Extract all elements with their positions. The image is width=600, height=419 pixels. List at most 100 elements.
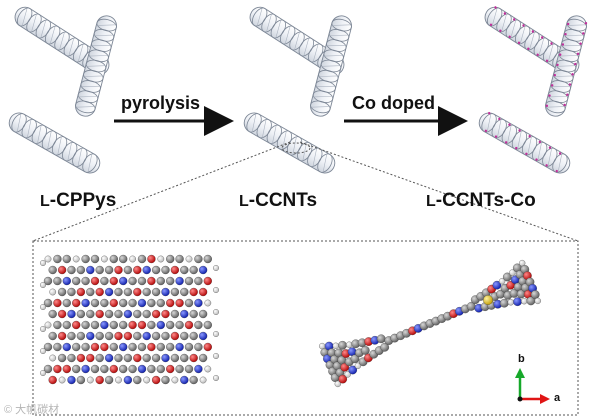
- tube-coil-line: [537, 142, 542, 161]
- tube-coil-line: [37, 125, 42, 144]
- oxygen-atom: [53, 364, 62, 374]
- carbon-atom: [114, 309, 123, 319]
- tube-coil-line: [321, 65, 341, 67]
- co-dopant-dot: [508, 123, 511, 126]
- co-dopant-dot: [566, 22, 570, 26]
- hydrogen-atom: [44, 321, 52, 329]
- co-dopant-dot: [527, 47, 530, 50]
- tube-coil-line: [284, 25, 291, 45]
- hydrogen-atom: [40, 348, 46, 354]
- oxygen-atom: [95, 309, 104, 319]
- carbon-atom: [189, 265, 198, 275]
- nitrogen-atom: [161, 287, 170, 297]
- co-dopant-dot: [579, 42, 582, 45]
- oxygen-atom: [109, 364, 118, 374]
- carbon-atom: [95, 353, 104, 363]
- co-dopant-dot: [563, 103, 566, 107]
- cobalt-atom: [483, 295, 493, 305]
- co-dopant-dot: [522, 24, 525, 27]
- tube-coil-line: [303, 37, 310, 57]
- co-dopant-dot: [525, 152, 528, 156]
- tube-coil-segment: [545, 100, 566, 114]
- tube-coil-segment: [252, 7, 268, 27]
- carbon-atom: [161, 331, 170, 341]
- carbon-atom: [499, 298, 509, 308]
- carbon-atom: [114, 353, 123, 363]
- stage-prefix: L: [40, 193, 50, 210]
- carbon-atom: [119, 320, 128, 330]
- tube-coil-segment: [320, 59, 342, 73]
- oxygen-atom: [95, 287, 104, 297]
- tube-coil-segment: [561, 39, 582, 52]
- carbon-atom: [95, 331, 104, 341]
- nitrogen-atom: [175, 342, 184, 352]
- tube-coil-segment: [481, 113, 497, 133]
- hydrogen-atom: [185, 255, 193, 263]
- tube-coil-segment: [298, 37, 314, 57]
- nitrogen-atom: [513, 297, 522, 307]
- carbon-atom: [81, 320, 90, 330]
- carbon-atom: [62, 298, 71, 308]
- carbon-atom: [109, 342, 118, 352]
- oxygen-atom: [147, 254, 156, 264]
- tube-coil-line: [332, 24, 352, 26]
- oxygen-atom: [90, 276, 100, 286]
- carbon-atom: [76, 375, 86, 385]
- nanotube: [75, 15, 117, 117]
- tube-coil-segment: [17, 7, 33, 27]
- zoom-connector-right: [299, 141, 579, 242]
- hydrogen-atom: [213, 287, 219, 293]
- carbon-atom: [43, 342, 53, 352]
- co-dopant-dot: [512, 18, 516, 21]
- co-dopant-dot: [531, 30, 535, 33]
- carbon-atom: [104, 265, 114, 275]
- nitrogen-atom: [62, 276, 71, 286]
- carbon-atom: [166, 254, 175, 264]
- carbon-atom: [43, 364, 53, 374]
- tube-coil-segment: [331, 18, 352, 32]
- tube-coil-segment: [82, 153, 98, 173]
- tube-coil-line: [67, 142, 72, 161]
- carbon-atom: [100, 298, 109, 308]
- carbon-atom: [142, 287, 151, 297]
- tube-coil-segment: [45, 25, 61, 45]
- nitrogen-atom: [180, 375, 189, 385]
- tube-coil-line: [272, 125, 277, 144]
- tube-coil-segment: [521, 136, 538, 156]
- oxygen-atom: [57, 265, 67, 275]
- hydrogen-atom: [507, 299, 514, 306]
- co-dopant-dot: [574, 62, 577, 66]
- hydrogen-atom: [40, 304, 46, 310]
- carbon-atom: [147, 320, 156, 330]
- tube-coil-line: [538, 37, 545, 57]
- zoom-region: [281, 142, 311, 154]
- carbon-atom: [81, 342, 90, 352]
- hydrogen-atom: [44, 255, 52, 263]
- tube-coil-line: [324, 55, 344, 57]
- tube-coil-segment: [558, 49, 579, 63]
- tube-coil-segment: [35, 19, 51, 39]
- carbon-atom: [95, 265, 104, 275]
- hydrogen-atom: [204, 299, 212, 307]
- carbon-atom: [142, 309, 151, 319]
- stage-name: -CPPys: [49, 190, 117, 211]
- oxygen-atom: [340, 362, 350, 372]
- carbon-atom: [109, 320, 118, 330]
- carbon-atom: [72, 276, 81, 286]
- oxygen-atom: [147, 276, 156, 286]
- carbon-atom: [189, 309, 198, 319]
- oxygen-atom: [203, 276, 212, 286]
- carbon-atom: [62, 254, 71, 264]
- carbon-atom: [67, 265, 76, 275]
- carbon-atom: [86, 287, 95, 297]
- co-dopant-dot: [548, 94, 551, 97]
- tube-coil-line: [561, 44, 581, 47]
- tube-coil-segment: [270, 19, 286, 39]
- axis-b-label: b: [518, 353, 525, 365]
- tube-coil-line: [47, 130, 52, 150]
- carbon-atom: [156, 276, 165, 286]
- hydrogen-atom: [534, 297, 541, 305]
- co-dopant-dot: [550, 42, 553, 45]
- tube-coil-segment: [312, 90, 334, 103]
